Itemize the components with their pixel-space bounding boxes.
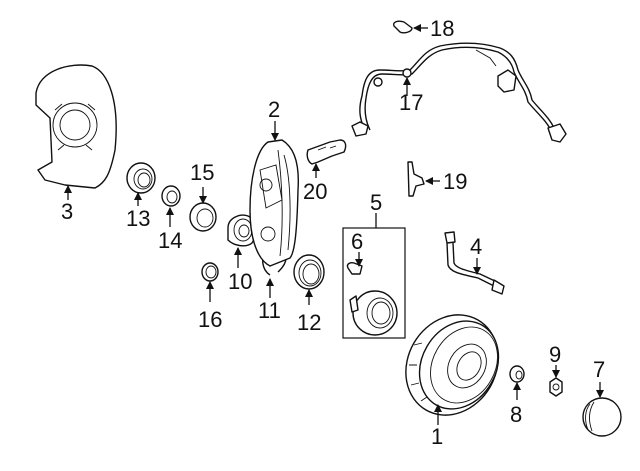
callout-18[interactable]: 18 bbox=[430, 16, 454, 41]
callout-2[interactable]: 2 bbox=[268, 97, 280, 122]
part-8-lug-nut[interactable] bbox=[509, 365, 525, 383]
callout-17[interactable]: 17 bbox=[399, 90, 423, 115]
callout-7[interactable]: 7 bbox=[593, 357, 605, 382]
part-20-brake-pad-clip[interactable] bbox=[306, 139, 347, 165]
callout-5[interactable]: 5 bbox=[370, 190, 382, 215]
callout-16[interactable]: 16 bbox=[198, 307, 222, 332]
callout-8[interactable]: 8 bbox=[510, 402, 522, 427]
callout-1[interactable]: 1 bbox=[431, 424, 443, 449]
part-15-inner-bearing[interactable] bbox=[189, 202, 217, 232]
callout-19[interactable]: 19 bbox=[443, 169, 467, 194]
part-17-abs-sensor-wire[interactable] bbox=[351, 42, 567, 143]
part-7-grease-cap[interactable] bbox=[582, 397, 622, 437]
callout-14[interactable]: 14 bbox=[158, 228, 182, 253]
part-3-dust-shield[interactable] bbox=[35, 64, 117, 189]
part-14-spacer[interactable] bbox=[161, 185, 181, 207]
callout-11[interactable]: 11 bbox=[258, 298, 281, 323]
callout-20[interactable]: 20 bbox=[303, 179, 327, 204]
part-16-washer[interactable] bbox=[201, 262, 219, 282]
callout-13[interactable]: 13 bbox=[126, 206, 150, 231]
callout-4[interactable]: 4 bbox=[470, 234, 482, 259]
part-18-clip[interactable] bbox=[392, 20, 413, 34]
callout-10[interactable]: 10 bbox=[228, 269, 252, 294]
callout-15[interactable]: 15 bbox=[190, 160, 214, 185]
part-5-hub-assembly[interactable] bbox=[342, 213, 406, 339]
part-19-bracket[interactable] bbox=[407, 161, 425, 197]
callout-3[interactable]: 3 bbox=[61, 199, 73, 224]
part-13-inner-seal[interactable] bbox=[126, 162, 156, 194]
callout-6[interactable]: 6 bbox=[351, 229, 363, 254]
part-12-oil-seal[interactable] bbox=[293, 254, 325, 290]
part-1-disc-rotor[interactable] bbox=[388, 298, 516, 432]
part-6-hub-bolt[interactable] bbox=[346, 262, 363, 275]
part-9-lock-nut[interactable] bbox=[549, 377, 563, 397]
part-2-brake-caliper[interactable] bbox=[249, 139, 299, 267]
callout-12[interactable]: 12 bbox=[297, 310, 321, 335]
hub-assembly-box bbox=[342, 227, 406, 339]
callout-9[interactable]: 9 bbox=[549, 342, 561, 367]
